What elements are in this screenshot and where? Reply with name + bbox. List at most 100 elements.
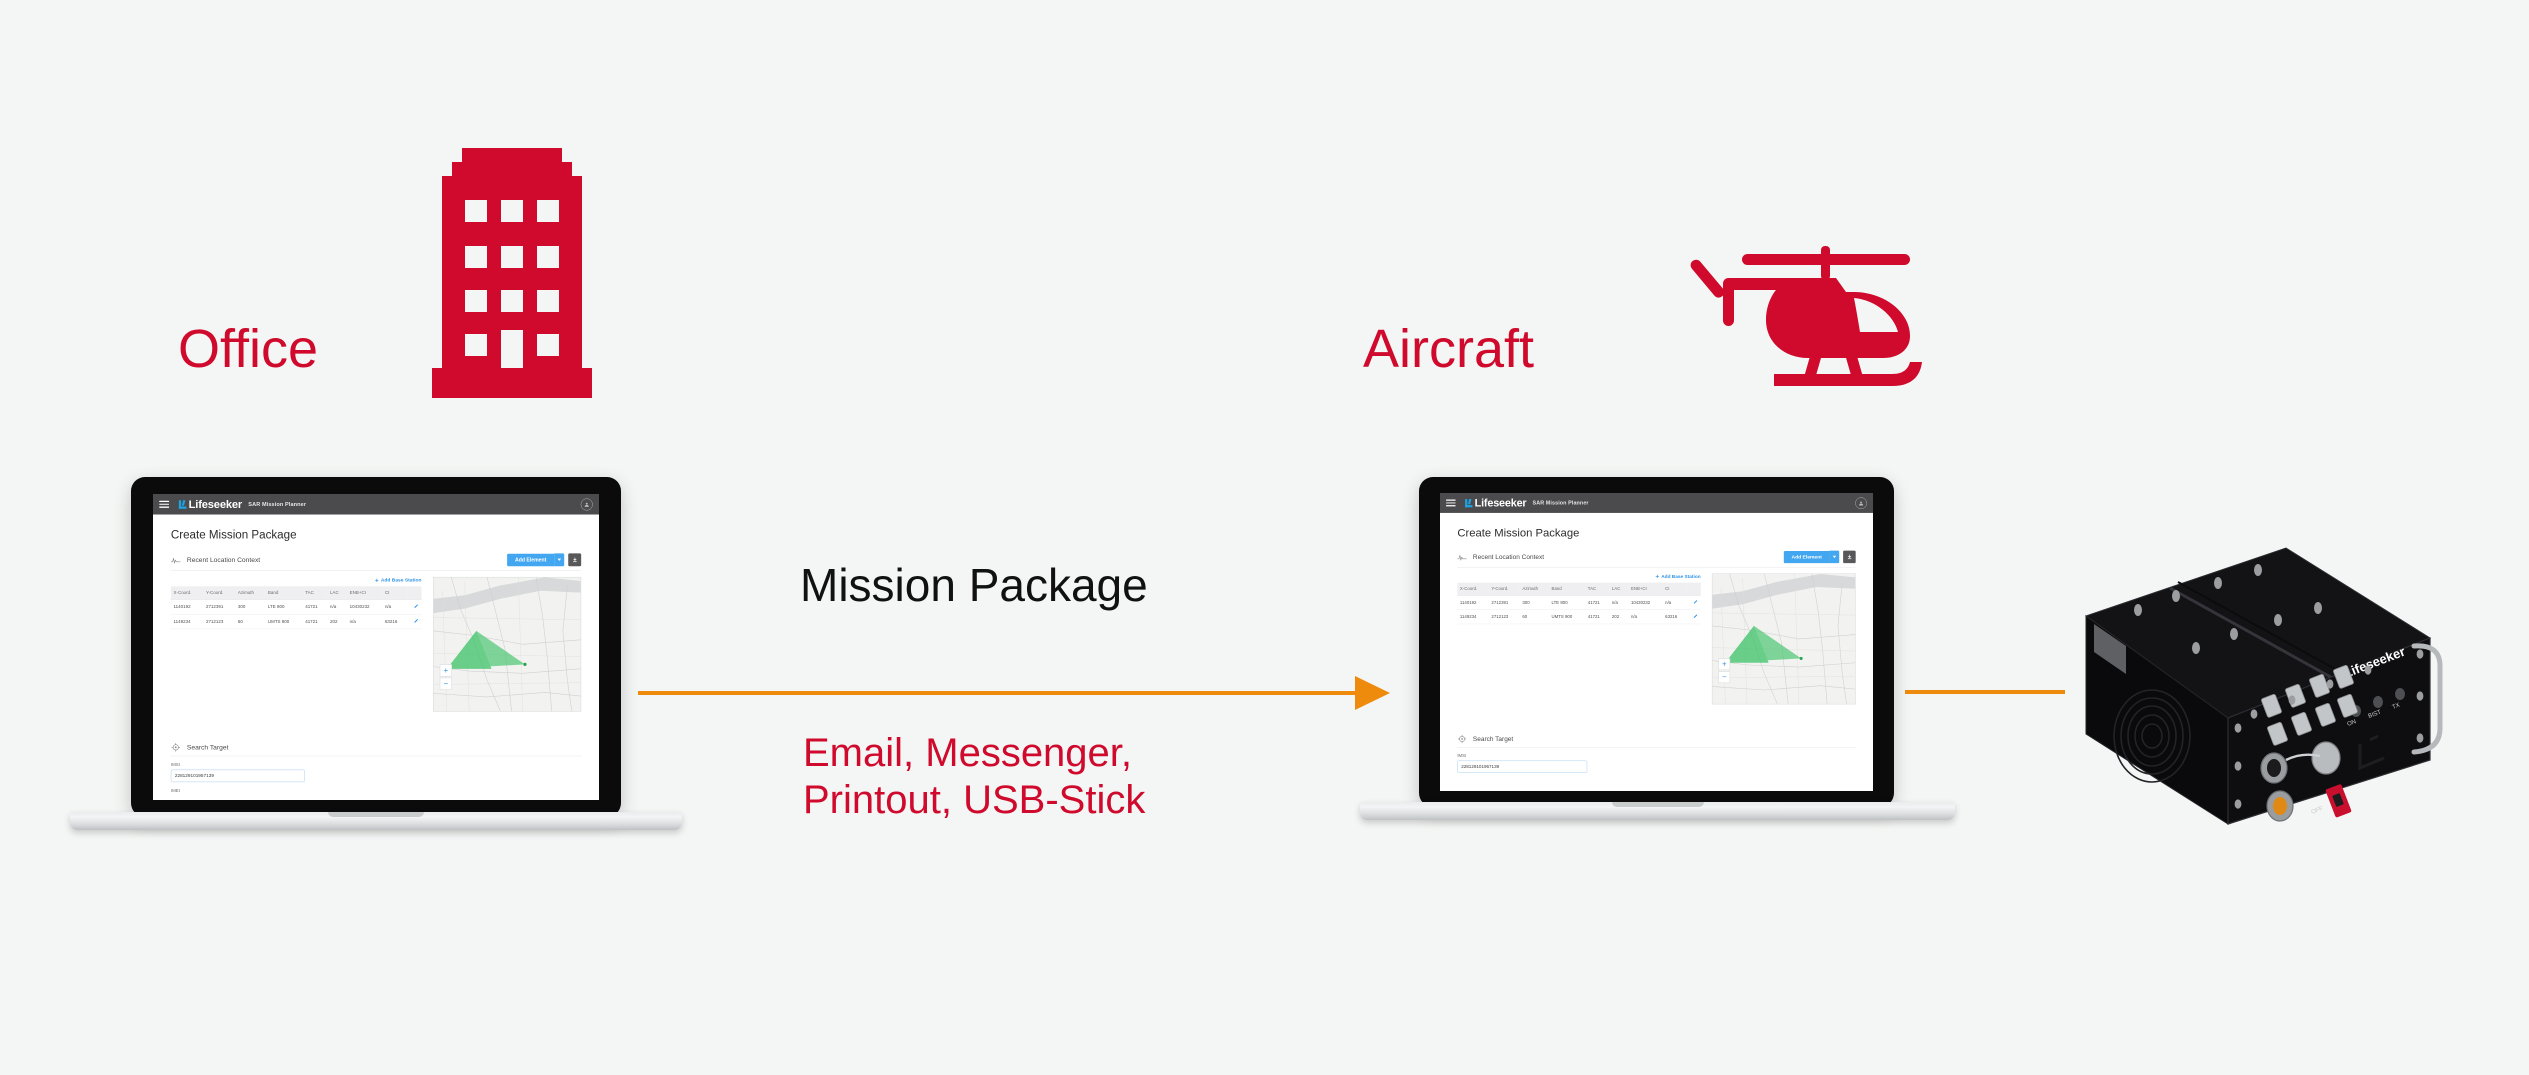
target-crosshair-icon [171, 743, 181, 752]
helicopter-icon [1690, 238, 1930, 388]
transport-methods-label: Email, Messenger, Printout, USB-Stick [803, 731, 1146, 823]
download-icon [1847, 554, 1852, 559]
col-x-coord: X-Coord. [170, 586, 204, 600]
col-actions [1686, 582, 1701, 596]
col-y-coord: Y-Coord. [203, 586, 236, 600]
signal-antenna-icon [170, 555, 181, 564]
cell-azimuth: 60 [1519, 609, 1549, 625]
edit-pencil-icon [1693, 600, 1698, 604]
add-element-dropdown-button[interactable] [1829, 550, 1840, 564]
location-content-row: + Add Base Station X-Coord. Y-Coord. Azi… [170, 576, 582, 712]
laptop-base [70, 812, 682, 830]
lifeseeker-hardware-unit: Lifeseeker ON BIST TX [2078, 528, 2478, 848]
map-graphic [1712, 573, 1856, 704]
map-panel: + − [433, 576, 582, 712]
account-circle-icon[interactable] [1855, 497, 1867, 509]
search-target-section: Search Target IMSI 228129101957139 [1457, 734, 1856, 773]
cell-azimuth: 300 [235, 599, 266, 615]
map-panel: + − [1711, 573, 1856, 705]
section-title: Search Target [186, 743, 229, 752]
laptop-notch [1612, 802, 1704, 807]
cell-tac: 41721 [1585, 595, 1610, 610]
base-station-table-panel: + Add Base Station X-Coord. Y-Coord. Azi… [170, 577, 422, 712]
map-zoom-out-button[interactable]: − [1718, 671, 1731, 684]
map-zoom-out-button[interactable]: − [439, 677, 452, 690]
edit-row-button[interactable] [407, 599, 422, 615]
location-content-row: + Add Base Station X-Coord. Y-Coord. Azi… [1457, 573, 1856, 705]
hamburger-icon[interactable] [1446, 499, 1456, 507]
cell-enb-ci: n/a [347, 614, 383, 630]
imsi-input[interactable]: 228129101957139 [1457, 760, 1588, 773]
flow-arrow-line-office-to-aircraft [638, 691, 1360, 695]
cell-band: LTE 800 [265, 599, 303, 615]
cell-lac: n/a [327, 599, 348, 615]
cell-ci: 63216 [1662, 609, 1687, 625]
imsi-input[interactable]: 228129101957139 [170, 769, 305, 783]
cell-y-coord: 2712123 [1488, 609, 1520, 625]
cell-ci: n/a [382, 599, 408, 615]
section-title: Recent Location Context [1472, 553, 1545, 561]
account-circle-icon[interactable] [580, 498, 593, 511]
edit-row-button[interactable] [407, 614, 422, 630]
add-base-station-link[interactable]: + Add Base Station [1656, 574, 1701, 580]
cell-x-coord: 1149234 [170, 614, 204, 630]
laptop-lid: Lifeseeker SAR Mission Planner Create Mi… [131, 477, 621, 817]
lifeseeker-app-window: Lifeseeker SAR Mission Planner Create Mi… [153, 494, 599, 800]
switch-label-off: OFF [2311, 806, 2325, 816]
cell-band: UMTS 900 [1548, 609, 1586, 625]
col-lac: LAC [327, 586, 348, 600]
lifeseeker-logo-icon [1465, 498, 1473, 508]
cell-y-coord: 2712123 [203, 614, 236, 630]
office-building-icon [432, 148, 592, 398]
map-graphic [433, 577, 581, 712]
page-title: Create Mission Package [1457, 525, 1580, 539]
export-download-button[interactable] [1843, 550, 1856, 564]
app-topbar: Lifeseeker SAR Mission Planner [153, 494, 599, 515]
add-base-station-link[interactable]: + Add Base Station [375, 577, 422, 583]
col-band: Band [265, 586, 303, 600]
map-zoom-in-button[interactable]: + [1718, 658, 1731, 671]
hamburger-icon[interactable] [159, 500, 170, 508]
coverage-map[interactable]: + − [433, 576, 582, 712]
col-actions [407, 586, 422, 600]
add-element-button[interactable]: Add Element [506, 553, 555, 567]
edit-row-button[interactable] [1686, 595, 1701, 610]
office-label: Office [178, 319, 319, 379]
cell-x-coord: 1140192 [170, 599, 204, 615]
col-lac: LAC [1609, 582, 1629, 596]
lifeseeker-app-window: Lifeseeker SAR Mission Planner Create Mi… [1440, 493, 1873, 791]
base-station-table: X-Coord. Y-Coord. Azimuth Band TAC LAC E… [1457, 582, 1701, 625]
section-header-search-target: Search Target [170, 743, 582, 757]
page-title: Create Mission Package [170, 527, 297, 542]
cell-y-coord: 2712391 [203, 599, 236, 615]
col-azimuth: Azimuth [1519, 582, 1549, 596]
laptop-screen: Lifeseeker SAR Mission Planner Create Mi… [1440, 493, 1873, 791]
coverage-map[interactable]: + − [1711, 573, 1856, 705]
cell-ci: n/a [1662, 595, 1687, 610]
map-zoom-in-button[interactable]: + [439, 664, 452, 677]
section-header-recent-location-context: Recent Location Context Add Element [170, 553, 582, 571]
cell-azimuth: 300 [1519, 595, 1549, 610]
add-element-button[interactable]: Add Element [1783, 550, 1830, 563]
flow-line-aircraft-to-hardware [1905, 690, 2065, 694]
cell-x-coord: 1140192 [1457, 595, 1489, 610]
col-ci: CI [1662, 582, 1687, 596]
col-tac: TAC [302, 586, 328, 600]
export-download-button[interactable] [568, 553, 582, 567]
mission-package-label: Mission Package [800, 559, 1148, 611]
table-row: 1140192 2712391 300 LTE 800 41721 n/a 10… [1457, 595, 1701, 610]
plus-icon: + [374, 576, 379, 584]
base-station-table-panel: + Add Base Station X-Coord. Y-Coord. Azi… [1457, 574, 1701, 705]
edit-pencil-icon [1693, 614, 1698, 618]
table-header-row: X-Coord. Y-Coord. Azimuth Band TAC LAC E… [170, 586, 422, 600]
section-title: Recent Location Context [186, 555, 261, 564]
section-title: Search Target [1472, 735, 1514, 743]
col-x-coord: X-Coord. [1457, 582, 1489, 596]
cell-x-coord: 1149234 [1457, 609, 1489, 625]
app-content: Create Mission Package Recent Location C… [153, 515, 599, 793]
section-header-recent-location-context: Recent Location Context Add Element [1457, 550, 1856, 568]
add-element-dropdown-button[interactable] [553, 553, 565, 567]
edit-row-button[interactable] [1686, 609, 1701, 625]
app-subtitle: SAR Mission Planner [1532, 499, 1589, 506]
